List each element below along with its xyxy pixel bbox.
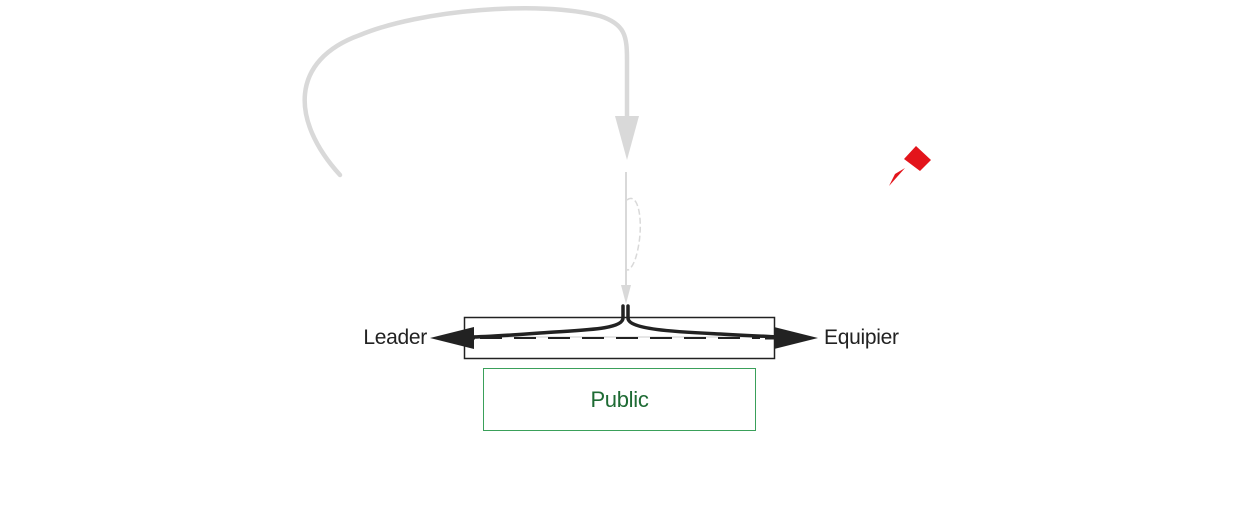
faint-loop-curve bbox=[302, 6, 630, 178]
faint-small-arrowhead bbox=[621, 285, 631, 304]
equipier-label: Equipier bbox=[824, 326, 899, 349]
branch-line-right bbox=[626, 304, 778, 339]
right-arrowhead bbox=[774, 327, 818, 349]
public-label: Public bbox=[590, 386, 649, 412]
public-box: Public bbox=[483, 368, 756, 431]
faint-small-loop bbox=[625, 197, 641, 271]
branch-line-left bbox=[468, 304, 625, 339]
red-fragment-large bbox=[904, 146, 931, 171]
left-arrowhead bbox=[430, 327, 474, 349]
red-fragment-small bbox=[889, 168, 905, 186]
leader-label: Leader bbox=[363, 326, 427, 349]
faint-arrowhead-down bbox=[615, 116, 639, 160]
